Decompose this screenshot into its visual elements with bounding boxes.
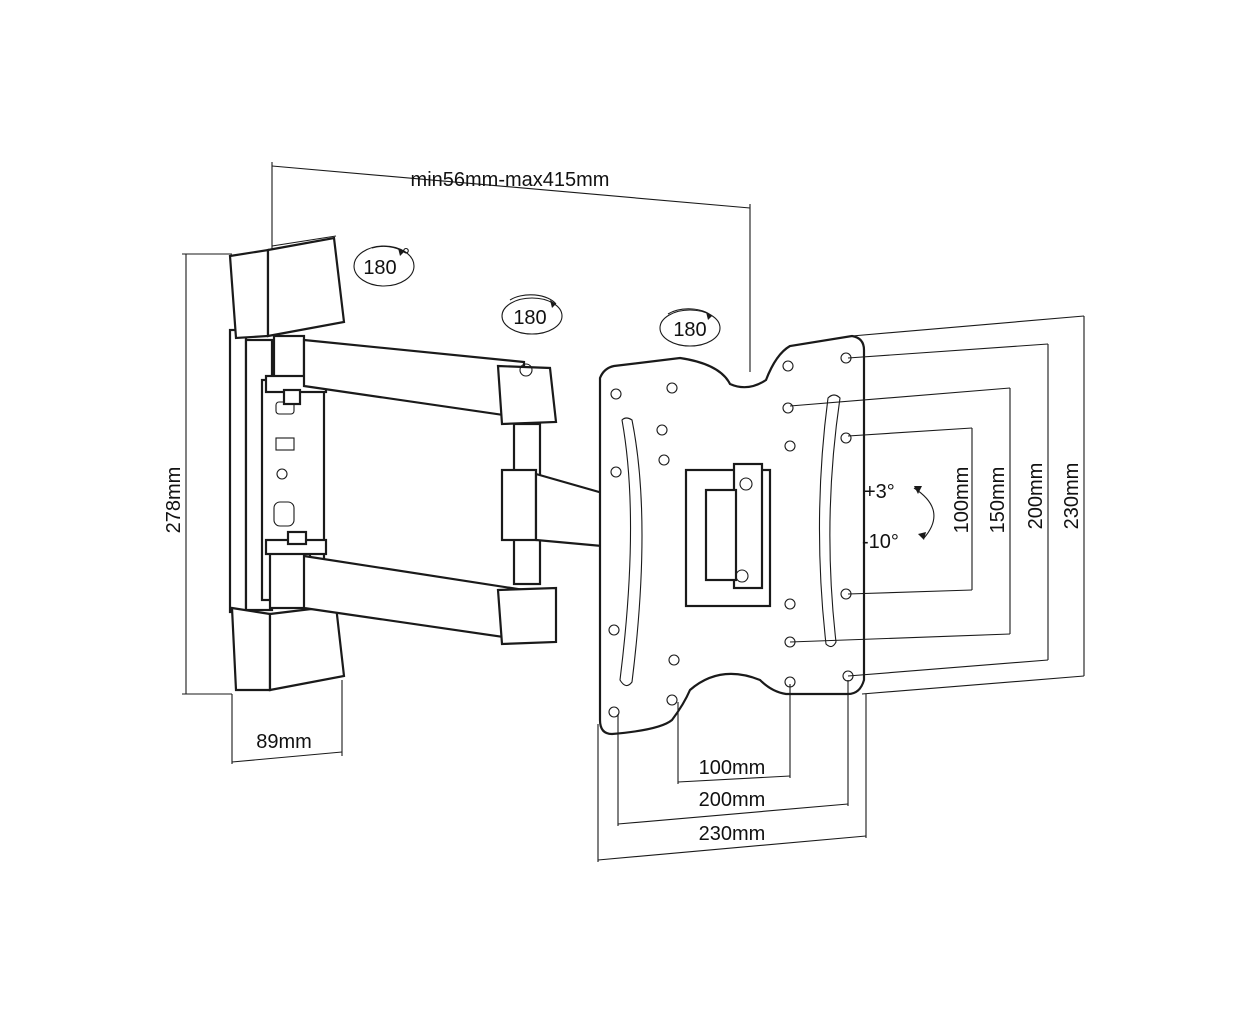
arm-pivot-rotation-label: 180 bbox=[513, 307, 546, 329]
vesa-v-100-label: 100mm bbox=[951, 467, 973, 534]
tilt-up-label: +3° bbox=[864, 481, 895, 503]
arm-pivot-rotation: 180 bbox=[501, 294, 563, 335]
head-pivot-rotation: 180 bbox=[659, 308, 721, 347]
wall-plate-height-dimension: 278mm bbox=[163, 253, 232, 695]
wall-pivot-rotation-label: 180 bbox=[363, 257, 396, 279]
vesa-v-200-label: 200mm bbox=[1025, 463, 1047, 530]
tilt-indicator: +3° -10° bbox=[862, 481, 935, 553]
wall-plate-height-label: 278mm bbox=[163, 467, 185, 534]
extension-dimension-label: min56mm-max415mm bbox=[411, 169, 610, 191]
head-pivot-rotation-label: 180 bbox=[673, 319, 706, 341]
vesa-h-230-label: 230mm bbox=[699, 823, 766, 845]
wall-plate-depth-dimension: 89mm bbox=[231, 680, 343, 764]
wall-plate bbox=[228, 235, 346, 692]
vesa-v-150-label: 150mm bbox=[987, 467, 1009, 534]
wall-pivot-degree: ° bbox=[402, 245, 410, 267]
vesa-plate bbox=[598, 334, 866, 736]
vesa-horizontal-dimensions: 100mm 200mm 230mm bbox=[597, 680, 867, 862]
vesa-h-200-label: 200mm bbox=[699, 789, 766, 811]
vesa-h-100-label: 100mm bbox=[699, 757, 766, 779]
wall-pivot-rotation: 180 ° bbox=[353, 245, 415, 287]
tilt-down-label: -10° bbox=[862, 531, 899, 553]
extension-dimension: min56mm-max415mm bbox=[271, 162, 751, 372]
wall-plate-depth-label: 89mm bbox=[256, 731, 312, 753]
vesa-vertical-dimensions: 100mm 150mm 200mm 230mm bbox=[789, 315, 1085, 695]
vesa-v-230-label: 230mm bbox=[1061, 463, 1083, 530]
lower-arm bbox=[264, 530, 558, 646]
upper-arm bbox=[264, 334, 558, 426]
